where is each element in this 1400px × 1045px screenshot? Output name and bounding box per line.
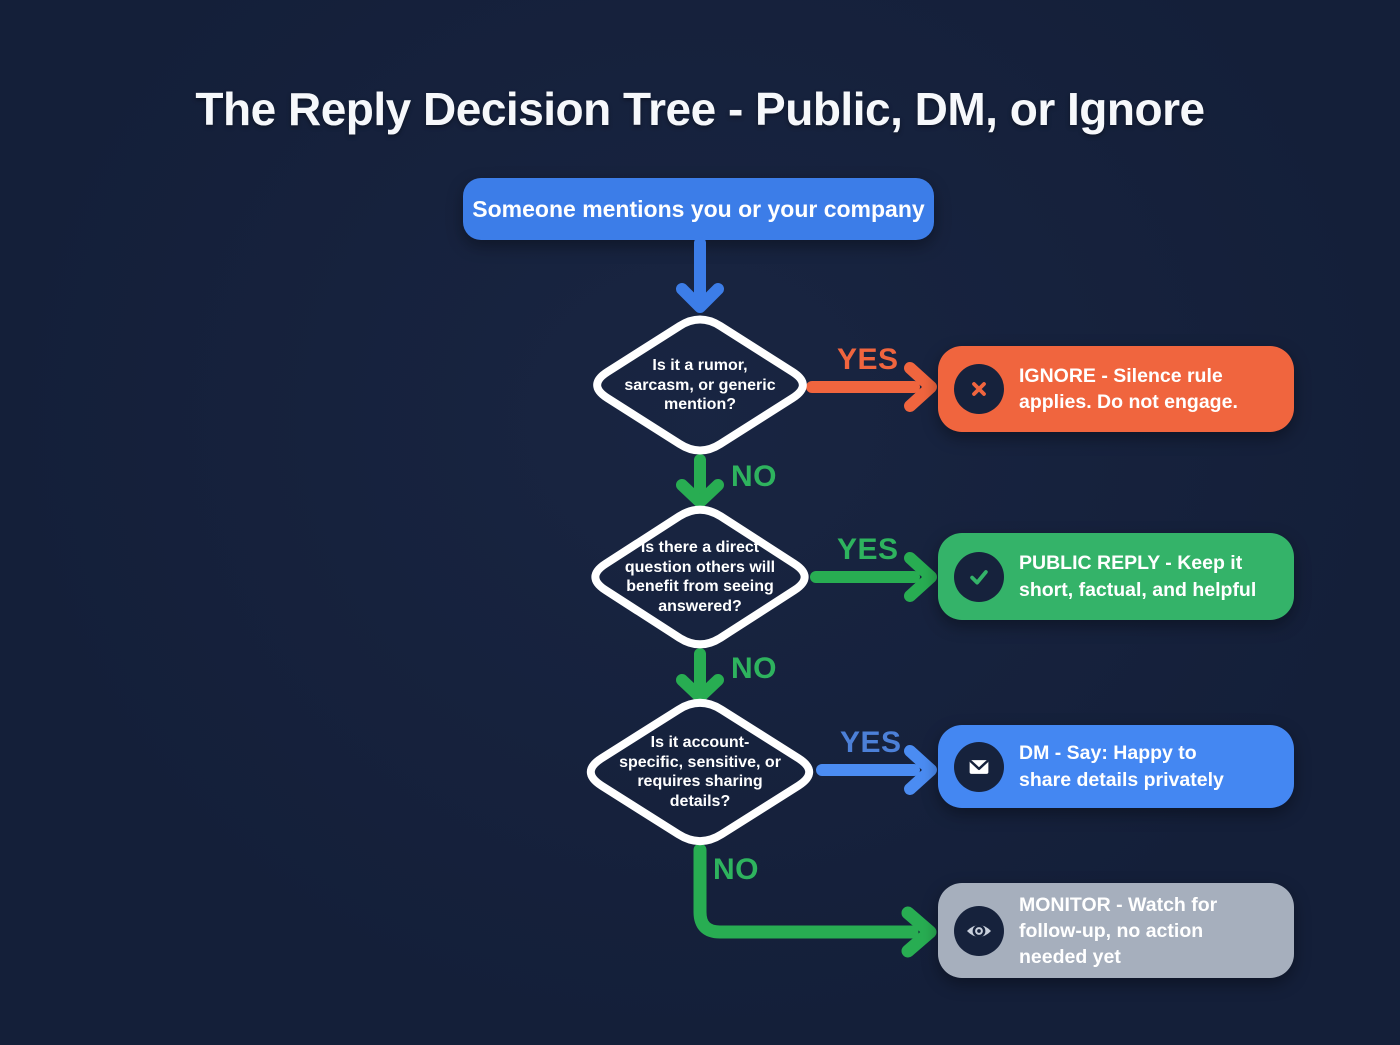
result-card-ignore: IGNORE - Silence rule applies. Do not en… <box>938 346 1294 432</box>
eye-icon <box>954 905 1004 956</box>
result-text-ignore: IGNORE - Silence rule applies. Do not en… <box>1019 364 1238 414</box>
arrow-elbow-no-monitor <box>693 843 937 958</box>
no-label-2: NO <box>731 652 777 685</box>
check-icon <box>954 551 1004 602</box>
arrow-right-yes-dm <box>816 745 937 795</box>
result-card-monitor: MONITOR - Watch for follow-up, no action… <box>938 883 1294 978</box>
result-card-dm: DM - Say: Happy to share details private… <box>938 725 1294 808</box>
decision-text-direct-question: Is there a direct question others will b… <box>624 539 776 615</box>
decision-diamond-direct-question <box>591 505 809 649</box>
result-card-public-reply: PUBLIC REPLY - Keep it short, factual, a… <box>938 533 1294 620</box>
decision-text-sensitive: Is it account- specific, sensitive, or r… <box>619 734 781 810</box>
start-node: Someone mentions you or your company <box>463 178 934 240</box>
decision-text-rumor: Is it a rumor, sarcasm, or generic menti… <box>624 357 776 413</box>
arrow-down-start <box>676 237 724 313</box>
arrow-down-no-1 <box>676 454 724 508</box>
result-text-monitor: MONITOR - Watch for follow-up, no action… <box>1019 893 1218 968</box>
no-label-3: NO <box>713 853 759 886</box>
result-text-public-reply: PUBLIC REPLY - Keep it short, factual, a… <box>1019 552 1257 601</box>
page-title: The Reply Decision Tree - Public, DM, or… <box>195 83 1205 135</box>
decision-diamond-sensitive <box>586 698 814 846</box>
start-node-label: Someone mentions you or your company <box>472 195 925 222</box>
yes-label-public: YES <box>837 533 899 566</box>
x-icon <box>954 364 1004 414</box>
envelope-icon <box>954 741 1004 792</box>
no-label-1: NO <box>731 460 777 493</box>
arrow-right-yes-ignore <box>806 362 937 412</box>
arrow-right-yes-public <box>810 552 937 602</box>
arrow-down-no-2 <box>676 648 724 703</box>
yes-label-ignore: YES <box>837 343 899 376</box>
result-text-dm: DM - Say: Happy to share details private… <box>1019 742 1224 791</box>
yes-label-dm: YES <box>840 726 902 759</box>
decision-diamond-rumor <box>593 315 807 455</box>
